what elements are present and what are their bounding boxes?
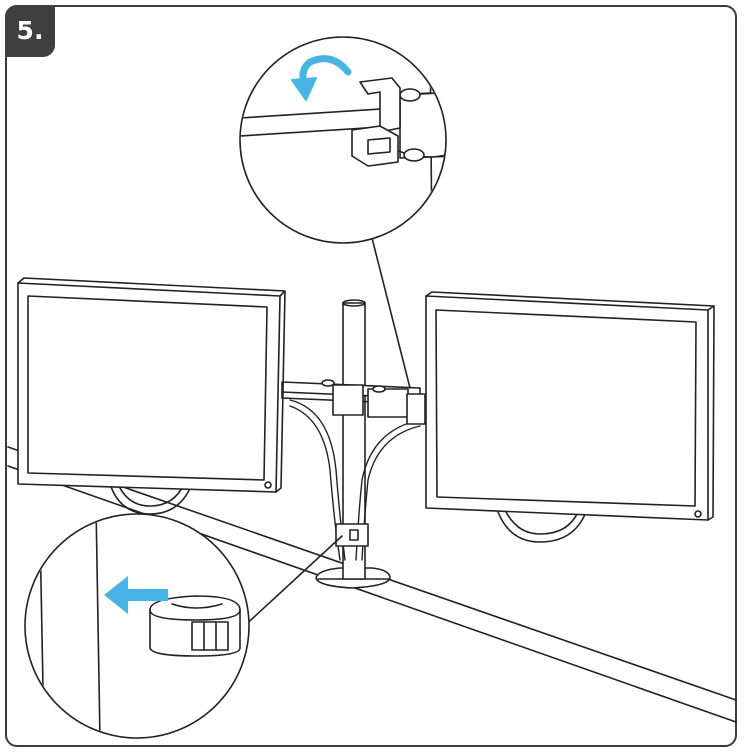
top-callout-detail — [239, 36, 447, 244]
right-monitor — [425, 291, 715, 543]
left-monitor — [17, 277, 286, 515]
cable-clip — [335, 523, 369, 547]
step-number-badge: 5. — [5, 5, 55, 57]
monitor-arm — [281, 379, 426, 425]
bottom-callout-pointer — [239, 535, 343, 631]
top-callout-pointer — [371, 237, 411, 389]
cable-clip-detail — [149, 595, 241, 657]
arrow-left-icon — [104, 576, 168, 614]
bottom-callout-detail — [24, 513, 250, 739]
rotate-counterclockwise-arrow-icon — [291, 55, 352, 101]
